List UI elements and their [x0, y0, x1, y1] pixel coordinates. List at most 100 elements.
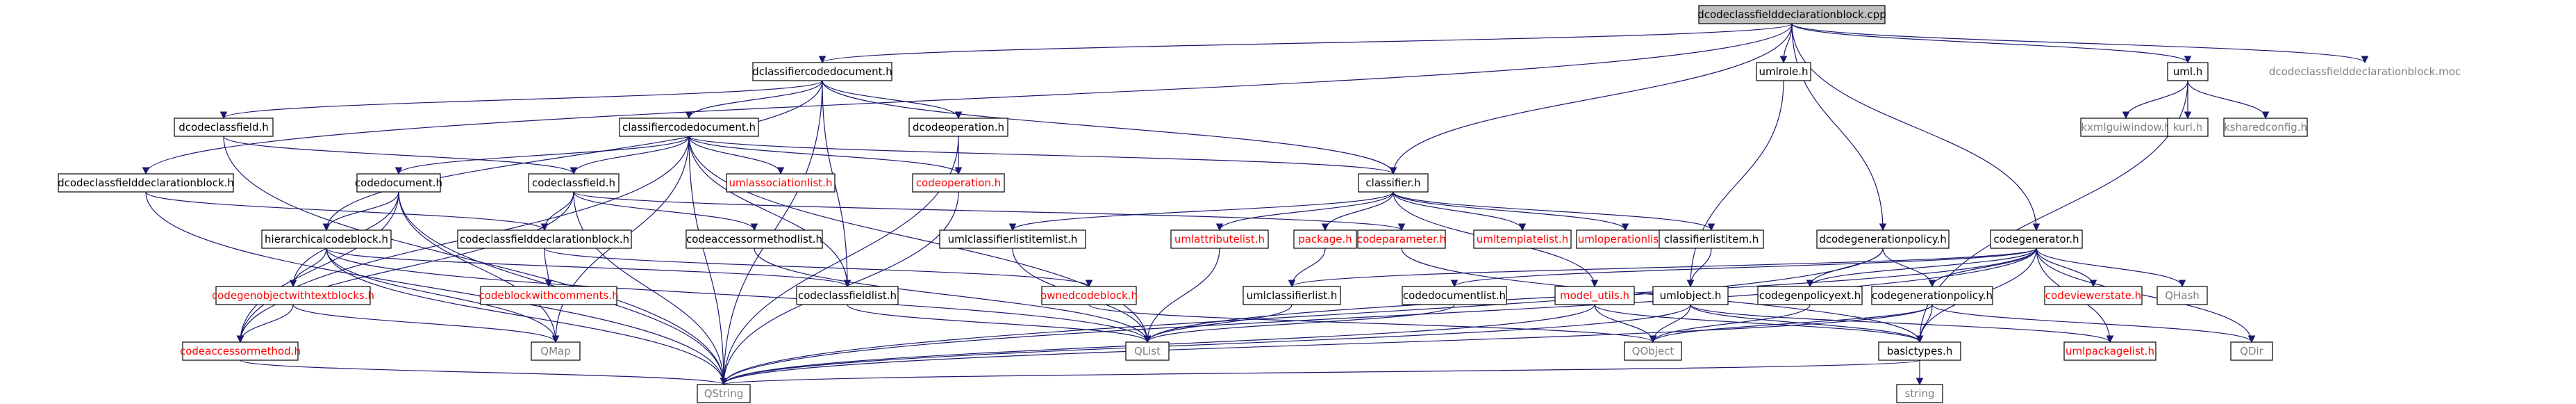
dependency-edge-codegenobjectwithtextblocks_h-to-QMap — [292, 304, 560, 344]
node-label: umloperationlist.h — [1578, 233, 1673, 245]
node-classifier-h[interactable]: classifier.h — [1358, 173, 1429, 193]
dependency-edge-ownedcodeblock_h-to-QObject — [1088, 304, 1657, 344]
node-string[interactable]: string — [1896, 384, 1943, 403]
dependency-edge-classifiercodedocument_h-to-classifier_h — [688, 136, 1397, 175]
node-QString[interactable]: QString — [697, 384, 751, 403]
dependency-edge-classifier_h-to-umlattributelist_h — [1215, 191, 1394, 232]
node-codegenpolicyext-h[interactable]: codegenpolicyext.h — [1757, 286, 1863, 305]
node-codeparameter-h[interactable]: codeparameter.h — [1357, 229, 1446, 249]
node-dclassifiercodedocument-h[interactable]: dclassifiercodedocument.h — [752, 62, 892, 81]
node-codeaccessormethod-h[interactable]: codeaccessormethod.h — [180, 341, 301, 361]
node-label: ksharedconfig.h — [2224, 121, 2307, 134]
node-box — [619, 118, 759, 137]
node-label: codeclassfieldlist.h — [798, 289, 897, 302]
node-box — [531, 341, 581, 361]
node-label: classifiercodedocument.h — [622, 121, 756, 134]
node-label: umlpackagelist.h — [2066, 345, 2154, 357]
node-QMap[interactable]: QMap — [531, 341, 581, 361]
dependency-edge-classifier_h-to-package_h — [1321, 191, 1394, 232]
node-box — [908, 118, 1008, 137]
dependency-edge-hierarchicalcodeblock_h-to-QString — [326, 248, 728, 386]
node-umlclassifierlistitemlist-h[interactable]: umlclassifierlistitemlist.h — [939, 229, 1086, 249]
dependency-edge-model_utils_h-to-basictypes_h — [1594, 304, 1924, 344]
node-codeaccessormethodlist-h[interactable]: codeaccessormethodlist.h — [685, 229, 823, 249]
node-codegenobjectwithtextblocks-h[interactable]: codegenobjectwithtextblocks.h — [212, 286, 374, 305]
node-codedocument-h[interactable]: codedocument.h — [355, 173, 442, 193]
node-label: uml.h — [2173, 65, 2203, 78]
node-label: kurl.h — [2173, 121, 2202, 134]
node-box — [1041, 286, 1137, 305]
node-dcodegenerationpolicy-h[interactable]: dcodegenerationpolicy.h — [1816, 229, 1950, 249]
dependency-edge-hierarchicalcodeblock_h-to-QMap — [326, 248, 560, 344]
dependency-edge-root-to-classifier_h — [1389, 23, 1793, 175]
node-codeclassfielddeclarationblock-h[interactable]: codeclassfielddeclarationblock.h — [457, 229, 632, 249]
node-label: QString — [704, 387, 744, 400]
node-codedocumentlist-h[interactable]: codedocumentlist.h — [1402, 286, 1507, 305]
node-umlrole-h[interactable]: umlrole.h — [1756, 62, 1811, 81]
node-box — [1473, 229, 1572, 249]
node-package-h[interactable]: package.h — [1293, 229, 1357, 249]
dependency-edge-classifiercodedocument_h-to-codeoperation_h — [688, 136, 963, 175]
node-umlattributelist-h[interactable]: umlattributelist.h — [1170, 229, 1269, 249]
node-model-utils-h[interactable]: model_utils.h — [1554, 286, 1635, 305]
node-box — [1125, 341, 1170, 361]
node-codeoperation-h[interactable]: codeoperation.h — [912, 173, 1005, 193]
node-codeclassfield-h[interactable]: codeclassfield.h — [528, 173, 620, 193]
node-dcodeclassfielddeclarationblock-h[interactable]: dcodeclassfielddeclarationblock.h — [58, 173, 234, 193]
node-label: QHash — [2165, 289, 2200, 302]
node-label: basictypes.h — [1887, 345, 1953, 357]
node-label: dclassifiercodedocument.h — [752, 65, 892, 78]
node-codeviewerstate-h[interactable]: codeviewerstate.h — [2044, 286, 2143, 305]
node-dcodeoperation-h[interactable]: dcodeoperation.h — [908, 118, 1008, 137]
node-label: dcodeoperation.h — [913, 121, 1004, 134]
dependency-edge-root-to-uml_h — [1791, 23, 2192, 64]
node-QList[interactable]: QList — [1125, 341, 1170, 361]
node-label: model_utils.h — [1560, 289, 1629, 302]
dependency-edge-codeaccessormethod_h-to-QString — [240, 359, 728, 386]
node-kxmlguiwindow-h[interactable]: kxmlguiwindow.h — [2080, 118, 2172, 137]
node-QHash[interactable]: QHash — [2157, 286, 2208, 305]
node-umlpackagelist-h[interactable]: umlpackagelist.h — [2063, 341, 2157, 361]
node-label: codeaccessormethod.h — [180, 345, 301, 357]
node-box — [1659, 229, 1764, 249]
node-ksharedconfig-h[interactable]: ksharedconfig.h — [2223, 118, 2308, 137]
node-classifierlistitem-h[interactable]: classifierlistitem.h — [1659, 229, 1764, 249]
node-label: umltemplatelist.h — [1477, 233, 1568, 245]
node-umlclassifierlist-h[interactable]: umlclassifierlist.h — [1243, 286, 1341, 305]
dependency-edge-codedocument_h-to-QMap — [398, 191, 560, 344]
node-basictypes-h[interactable]: basictypes.h — [1878, 341, 1961, 361]
node-box — [1756, 62, 1811, 81]
node-codegenerationpolicy-h[interactable]: codegenerationpolicy.h — [1871, 286, 1993, 305]
node-hierarchicalcodeblock-h[interactable]: hierarchicalcodeblock.h — [261, 229, 392, 249]
node-dcodeclassfield-h[interactable]: dcodeclassfield.h — [174, 118, 274, 137]
dependency-edge-codeclassfielddeclarationblock_h-to-ownedcodeblock_h — [544, 248, 1093, 288]
node-label: codeclassfielddeclarationblock.h — [460, 233, 629, 245]
node-label: codedocument.h — [355, 177, 442, 189]
node-umltemplatelist-h[interactable]: umltemplatelist.h — [1473, 229, 1572, 249]
node-QDir[interactable]: QDir — [2230, 341, 2273, 361]
node-umlobject-h[interactable]: umlobject.h — [1652, 286, 1729, 305]
dependency-edge-codegenpolicyext_h-to-QObject — [1649, 304, 1811, 344]
node-label: QDir — [2240, 345, 2264, 357]
dependency-edge-codegenerator_h-to-codegenpolicyext_h — [1806, 248, 2037, 288]
node-uml-h[interactable]: uml.h — [2167, 62, 2209, 81]
node-root[interactable]: dcodeclassfielddeclarationblock.cpp — [1697, 5, 1886, 24]
dependency-edge-codegenerator_h-to-umlclassifierlist_h — [1288, 248, 2037, 288]
node-QObject[interactable]: QObject — [1624, 341, 1682, 361]
node-ownedcodeblock-h[interactable]: ownedcodeblock.h — [1040, 286, 1138, 305]
dependency-edge-dcodeclassfielddeclarationblock_h-to-codeclassfielddeclarationblock_h — [145, 191, 549, 232]
node-umlassociationlist-h[interactable]: umlassociationlist.h — [726, 173, 836, 193]
node-box — [2157, 286, 2208, 305]
dependency-edge-codeclassfield_h-to-codeaccessormethod_h — [236, 191, 574, 344]
node-box — [685, 229, 823, 249]
dependency-edge-umlobject_h-to-basictypes_h — [1690, 304, 1924, 344]
node-classifiercodedocument-h[interactable]: classifiercodedocument.h — [619, 118, 759, 137]
node-kurl-h[interactable]: kurl.h — [2167, 118, 2209, 137]
dependency-edge-codegenerationpolicy_h-to-QObject — [1649, 304, 1933, 344]
node-codegenerator-h[interactable]: codegenerator.h — [1990, 229, 2083, 249]
node-label: codedocumentlist.h — [1403, 289, 1506, 302]
node-codeblockwithcomments-h[interactable]: codeblockwithcomments.h — [479, 286, 619, 305]
node-codeclassfieldlist-h[interactable]: codeclassfieldlist.h — [796, 286, 899, 305]
node-label: string — [1904, 387, 1934, 400]
